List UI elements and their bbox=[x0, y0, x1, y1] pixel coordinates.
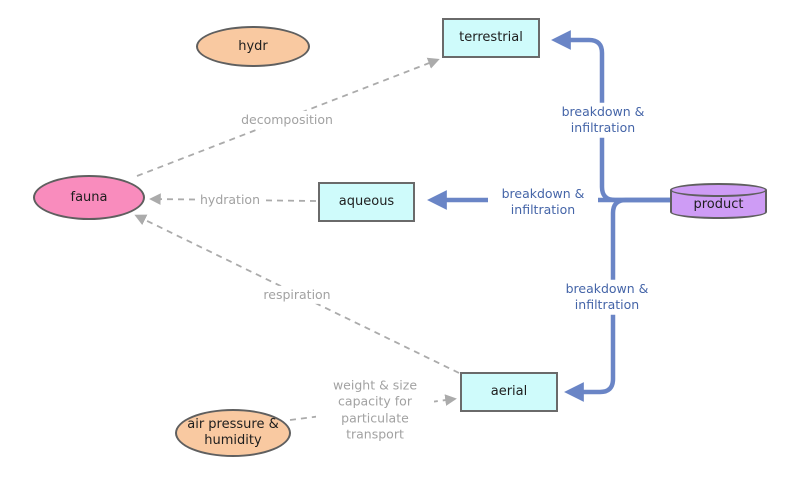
node-aqueous-label: aqueous bbox=[338, 194, 395, 210]
node-fauna-label: fauna bbox=[70, 189, 108, 205]
node-hydr-label: hydr bbox=[238, 38, 268, 54]
node-fauna[interactable]: fauna bbox=[33, 175, 145, 220]
node-product-label: product bbox=[693, 196, 744, 212]
cylinder-top bbox=[670, 183, 767, 197]
edge-label-breakdown-aerial: breakdown & infiltration bbox=[552, 279, 662, 315]
node-aerial-label: aerial bbox=[490, 384, 528, 400]
edge-label-weight-size: weight & size capacity for particulate t… bbox=[316, 376, 434, 444]
node-product[interactable]: product bbox=[670, 183, 767, 219]
node-aqueous[interactable]: aqueous bbox=[318, 182, 415, 222]
edge-label-breakdown-aqueous: breakdown & infiltration bbox=[488, 184, 598, 220]
edge-decomposition bbox=[136, 57, 440, 177]
edge-label-decomposition: decomposition bbox=[238, 110, 336, 130]
node-terrestrial[interactable]: terrestrial bbox=[442, 18, 540, 58]
node-aerial[interactable]: aerial bbox=[460, 372, 558, 412]
edge-label-hydration: hydration bbox=[197, 190, 263, 210]
node-hydr[interactable]: hydr bbox=[196, 26, 310, 67]
edge-label-respiration: respiration bbox=[260, 285, 334, 305]
edge-label-breakdown-terrestrial: breakdown & infiltration bbox=[548, 102, 658, 138]
node-air-pressure-humidity-label: air pressure & humidity bbox=[187, 417, 279, 448]
node-terrestrial-label: terrestrial bbox=[459, 30, 523, 46]
node-air-pressure-humidity[interactable]: air pressure & humidity bbox=[175, 409, 291, 457]
